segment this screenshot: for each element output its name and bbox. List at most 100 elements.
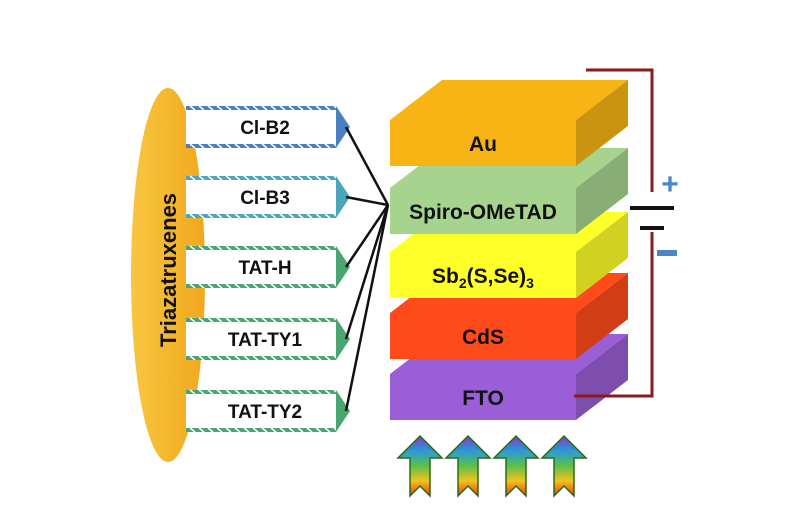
border-stripe (189, 105, 196, 111)
border-stripe (279, 175, 286, 181)
border-stripe (315, 105, 322, 111)
border-stripe (252, 143, 259, 149)
border-stripe (243, 245, 250, 251)
border-stripe (261, 427, 268, 433)
border-stripe (324, 213, 331, 219)
border-stripe (189, 317, 196, 323)
material-item: Cl-B3 (186, 175, 350, 219)
border-stripe (198, 213, 205, 219)
light-arrow-icon (492, 434, 540, 498)
border-stripe (234, 389, 241, 395)
border-stripe (243, 175, 250, 181)
border-stripe (306, 213, 313, 219)
border-stripe (288, 389, 295, 395)
border-stripe (270, 143, 277, 149)
border-stripe (315, 143, 322, 149)
border-stripe (315, 427, 322, 433)
border-stripe (315, 213, 322, 219)
layer-side-face (576, 212, 628, 298)
layer-front-face (390, 120, 576, 166)
material-box (186, 110, 336, 144)
border-stripe (243, 317, 250, 323)
border-stripe (243, 389, 250, 395)
border-stripe (216, 427, 223, 433)
border-stripe (234, 355, 241, 361)
material-label: Cl-B3 (240, 188, 290, 209)
border-stripe (252, 213, 259, 219)
layer-side-face (576, 80, 628, 166)
border-stripe (207, 245, 214, 251)
border-stripe (189, 389, 196, 395)
border-stripe (279, 283, 286, 289)
material-box (186, 180, 336, 214)
border-stripe (270, 105, 277, 111)
border-stripe (198, 283, 205, 289)
border-stripe (261, 105, 268, 111)
border-stripe (198, 175, 205, 181)
border-stripe (198, 427, 205, 433)
material-item: TAT-H (186, 245, 350, 289)
layer-side-face (576, 148, 628, 234)
border-stripe (270, 389, 277, 395)
border-stripe (225, 245, 232, 251)
material-item: TAT-TY2 (186, 389, 350, 433)
border-stripe (270, 245, 277, 251)
border-stripe (279, 143, 286, 149)
connector-lines (344, 126, 390, 412)
border-stripe (252, 245, 259, 251)
border-stripe (207, 389, 214, 395)
border-stripe (234, 245, 241, 251)
connector-line (344, 204, 390, 412)
border-stripe (243, 283, 250, 289)
border-stripe (225, 105, 232, 111)
border-stripe (270, 355, 277, 361)
border-stripe (207, 283, 214, 289)
border-stripe (198, 317, 205, 323)
border-stripe (243, 105, 250, 111)
border-stripe (288, 317, 295, 323)
border-stripe (324, 283, 331, 289)
border-stripe (207, 317, 214, 323)
border-stripe (252, 427, 259, 433)
border-stripe (243, 213, 250, 219)
border-stripe (225, 355, 232, 361)
border-stripe (252, 389, 259, 395)
border-stripe (306, 355, 313, 361)
border-stripe (288, 213, 295, 219)
border-stripe (261, 245, 268, 251)
border-stripe (189, 143, 196, 149)
border-stripe (198, 105, 205, 111)
border-stripe (297, 427, 304, 433)
layer-label: Sb2(S,Se)3 (432, 265, 534, 291)
border-stripe (324, 389, 331, 395)
material-label: TAT-H (238, 258, 291, 279)
border-stripe (297, 283, 304, 289)
border-stripe (234, 213, 241, 219)
border-stripe (261, 355, 268, 361)
border-stripe (252, 317, 259, 323)
border-stripe (261, 175, 268, 181)
border-stripe (189, 213, 196, 219)
border-stripe (234, 283, 241, 289)
layer-top-face (390, 80, 628, 120)
border-stripe (270, 283, 277, 289)
border-stripe (207, 143, 214, 149)
border-stripe (306, 175, 313, 181)
layer-front-face (390, 252, 576, 298)
border-stripe (216, 143, 223, 149)
border-stripe (279, 389, 286, 395)
material-box (186, 394, 336, 428)
connector-line (344, 204, 390, 340)
border-stripe (252, 283, 259, 289)
border-stripe (207, 175, 214, 181)
light-arrow-icon (396, 434, 444, 498)
border-stripe (216, 175, 223, 181)
border-stripe (297, 355, 304, 361)
border-stripe (234, 317, 241, 323)
border-stripe (225, 427, 232, 433)
border-stripe (252, 105, 259, 111)
material-arrowhead (336, 176, 350, 218)
border-stripe (225, 389, 232, 395)
material-arrowhead (336, 318, 350, 360)
